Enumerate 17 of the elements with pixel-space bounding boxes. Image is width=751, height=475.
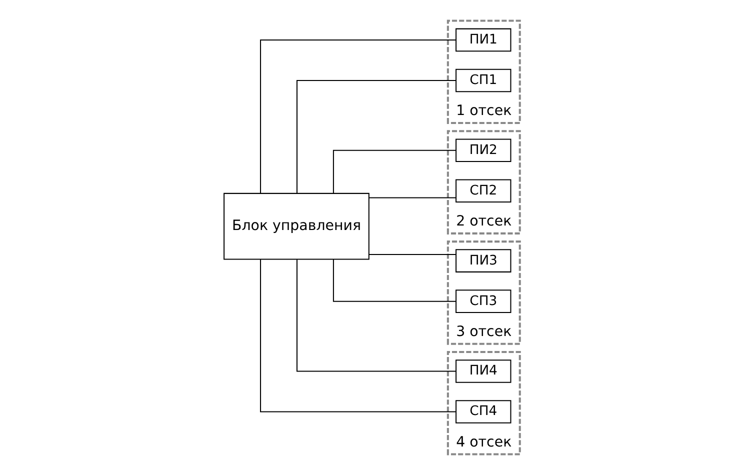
node-box: Блок управления — [224, 192, 370, 260]
connector — [369, 197, 456, 198]
node-box: СП4 — [456, 400, 512, 424]
connector — [296, 80, 456, 194]
node-box: ПИ4 — [456, 360, 512, 383]
connector — [296, 260, 456, 372]
connector — [260, 39, 456, 194]
node-box: СП1 — [456, 68, 512, 92]
connector — [332, 150, 456, 194]
node-box: ПИ2 — [456, 138, 512, 162]
connector — [260, 260, 456, 412]
connector — [369, 254, 456, 255]
node-box: СП3 — [456, 290, 512, 313]
node-box: ПИ1 — [456, 28, 512, 52]
node-box: СП2 — [456, 179, 512, 203]
node-box: ПИ3 — [456, 249, 512, 272]
connector — [332, 259, 456, 302]
